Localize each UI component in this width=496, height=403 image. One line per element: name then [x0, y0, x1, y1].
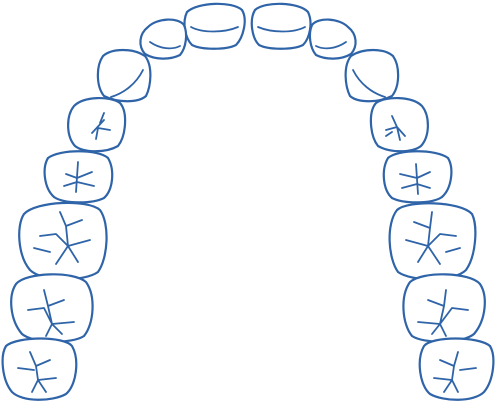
right-first-premolar[interactable]: [369, 97, 429, 153]
left-first-molar[interactable]: [18, 201, 108, 281]
tooth-outline: [250, 2, 312, 50]
occlusal-fissure: [27, 289, 75, 337]
incisal-edge: [315, 41, 347, 50]
incisal-edge: [190, 26, 239, 33]
occlusal-fissure: [399, 163, 431, 195]
cusp-ridge: [110, 69, 144, 98]
tooth-outline: [1, 337, 78, 401]
occlusal-fissure: [17, 351, 57, 393]
tooth-outline: [10, 273, 94, 343]
tooth-outline: [183, 2, 246, 50]
incisal-edge: [149, 41, 181, 50]
occlusal-fissure: [33, 211, 91, 265]
right-central-incisor[interactable]: [250, 2, 312, 50]
tooth-outline: [308, 18, 357, 60]
right-first-molar[interactable]: [388, 202, 477, 281]
tooth-outline: [139, 18, 188, 60]
left-lateral-incisor[interactable]: [139, 18, 188, 60]
left-second-molar[interactable]: [10, 273, 94, 343]
left-second-premolar[interactable]: [43, 150, 114, 204]
right-third-molar[interactable]: [418, 337, 495, 401]
cusp-ridge: [352, 69, 386, 98]
occlusal-fissure: [385, 115, 406, 141]
right-second-molar[interactable]: [402, 273, 486, 343]
left-central-incisor[interactable]: [183, 2, 246, 50]
occlusal-fissure: [63, 161, 95, 193]
left-first-premolar[interactable]: [67, 97, 127, 153]
left-canine[interactable]: [96, 48, 152, 103]
tooth-outline: [344, 48, 400, 103]
occlusal-fissure: [405, 211, 461, 265]
right-second-premolar[interactable]: [382, 150, 453, 204]
occlusal-fissure: [417, 289, 469, 337]
occlusal-fissure: [433, 351, 477, 393]
tooth-outline: [96, 48, 152, 103]
right-canine[interactable]: [344, 48, 400, 103]
tooth-outline: [67, 97, 127, 153]
tooth-outline: [418, 337, 495, 401]
right-lateral-incisor[interactable]: [308, 18, 357, 60]
tooth-outline: [369, 97, 429, 153]
occlusal-fissure: [91, 112, 111, 140]
incisal-edge: [257, 26, 306, 33]
left-third-molar[interactable]: [1, 337, 78, 401]
